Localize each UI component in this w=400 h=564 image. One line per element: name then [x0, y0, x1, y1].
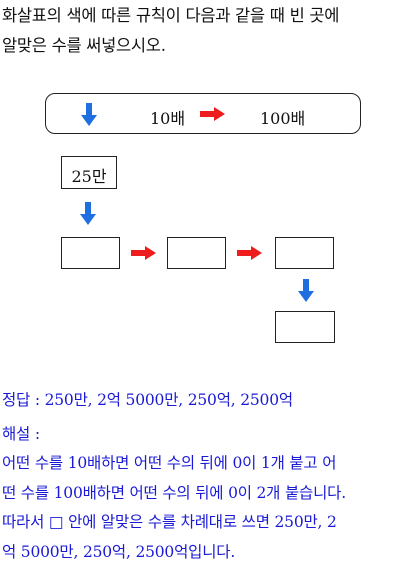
question-line-2: 알맞은 수를 써넣으시오. — [2, 36, 166, 55]
explanation-line: 떤 수를 100배하면 어떤 수의 뒤에 0이 2개 붙습니다. — [2, 484, 346, 502]
rule-legend-box: 10배 100배 — [45, 93, 361, 134]
explanation-heading: 해설 : — [2, 425, 40, 443]
rule-red-label: 100배 — [260, 109, 306, 128]
answer-blank-box-2[interactable] — [167, 237, 226, 269]
explanation-line: 따라서 □ 안에 알맞은 수를 차례대로 쓰면 250만, 2 — [2, 513, 337, 531]
question-line-1: 화살표의 색에 따른 규칙이 다음과 같을 때 빈 곳에 — [2, 6, 340, 25]
red-right-arrow-icon — [200, 107, 225, 121]
blue-down-arrow-icon — [80, 202, 96, 225]
answer-blank-box-3[interactable] — [275, 237, 334, 269]
start-value: 25만 — [71, 167, 107, 186]
red-right-arrow-icon — [131, 246, 156, 260]
rule-blue-label: 10배 — [150, 109, 186, 128]
answer-line: 정답 : 250만, 2억 5000만, 250억, 2500억 — [2, 391, 293, 409]
blue-down-arrow-icon — [81, 103, 97, 126]
red-right-arrow-icon — [237, 246, 262, 260]
answer-blank-box-4[interactable] — [275, 311, 335, 343]
explanation-line: 억 5000만, 250억, 2500억입니다. — [2, 543, 236, 561]
blue-down-arrow-icon — [298, 279, 314, 302]
start-value-box: 25만 — [61, 156, 117, 189]
answer-blank-box-1[interactable] — [61, 237, 120, 269]
explanation-line: 어떤 수를 10배하면 어떤 수의 뒤에 0이 1개 붙고 어 — [2, 454, 337, 472]
